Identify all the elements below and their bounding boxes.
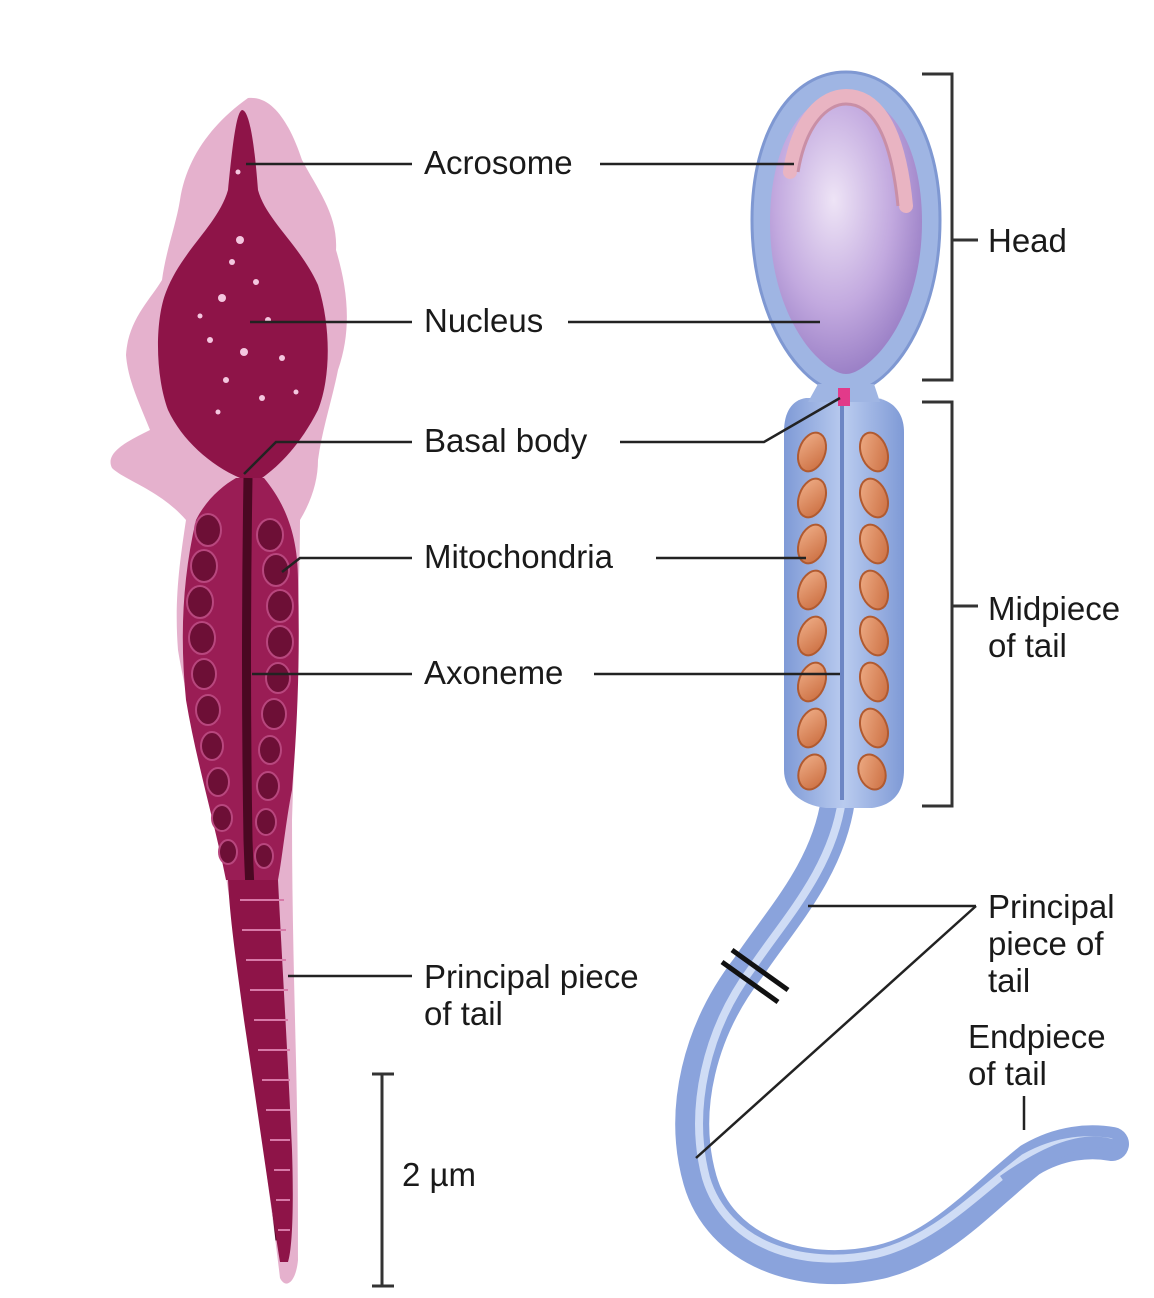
sperm-illustration bbox=[675, 70, 1129, 1285]
micrograph-mitochondria bbox=[186, 513, 294, 869]
illustration-endpiece bbox=[1000, 1136, 1119, 1190]
basal-body-leader-right bbox=[620, 396, 841, 444]
sperm-micrograph bbox=[110, 97, 347, 1284]
illustration-nucleus bbox=[770, 94, 922, 374]
micrograph-tail-texture bbox=[240, 899, 290, 1231]
micrograph-head bbox=[157, 110, 328, 481]
micrograph-principal-piece bbox=[228, 880, 293, 1262]
midpiece-bracket bbox=[922, 400, 978, 808]
label-endpiece: Endpiece of tail bbox=[968, 1018, 1106, 1092]
illustration-acrosome-inner bbox=[796, 102, 900, 207]
basal-body-leader-left bbox=[243, 440, 412, 475]
label-midpiece: Midpiece of tail bbox=[988, 590, 1121, 664]
label-axoneme: Axoneme bbox=[424, 654, 564, 691]
label-basal-body: Basal body bbox=[424, 422, 588, 459]
label-acrosome: Acrosome bbox=[424, 144, 573, 181]
illustration-basal-body bbox=[838, 388, 850, 406]
scale-bar bbox=[372, 1072, 394, 1288]
tail-break-marks bbox=[720, 947, 790, 1005]
leader-lines bbox=[243, 162, 1026, 1159]
label-scale-bar: 2 µm bbox=[402, 1156, 477, 1193]
label-principal-piece-right: Principal piece of tail bbox=[988, 888, 1115, 999]
illustration-mitochondria bbox=[796, 431, 890, 791]
head-bracket bbox=[922, 72, 978, 382]
label-nucleus: Nucleus bbox=[424, 302, 544, 339]
illustration-acrosome bbox=[783, 88, 913, 213]
label-head: Head bbox=[988, 222, 1067, 259]
region-brackets bbox=[922, 72, 978, 808]
label-principal-piece-left: Principal piece of tail bbox=[424, 958, 639, 1032]
mitochondria-leader-left bbox=[281, 556, 412, 573]
label-mitochondria: Mitochondria bbox=[424, 538, 613, 575]
illustration-tail-highlight bbox=[695, 796, 1114, 1263]
principal-piece-leader-lower bbox=[695, 905, 977, 1159]
